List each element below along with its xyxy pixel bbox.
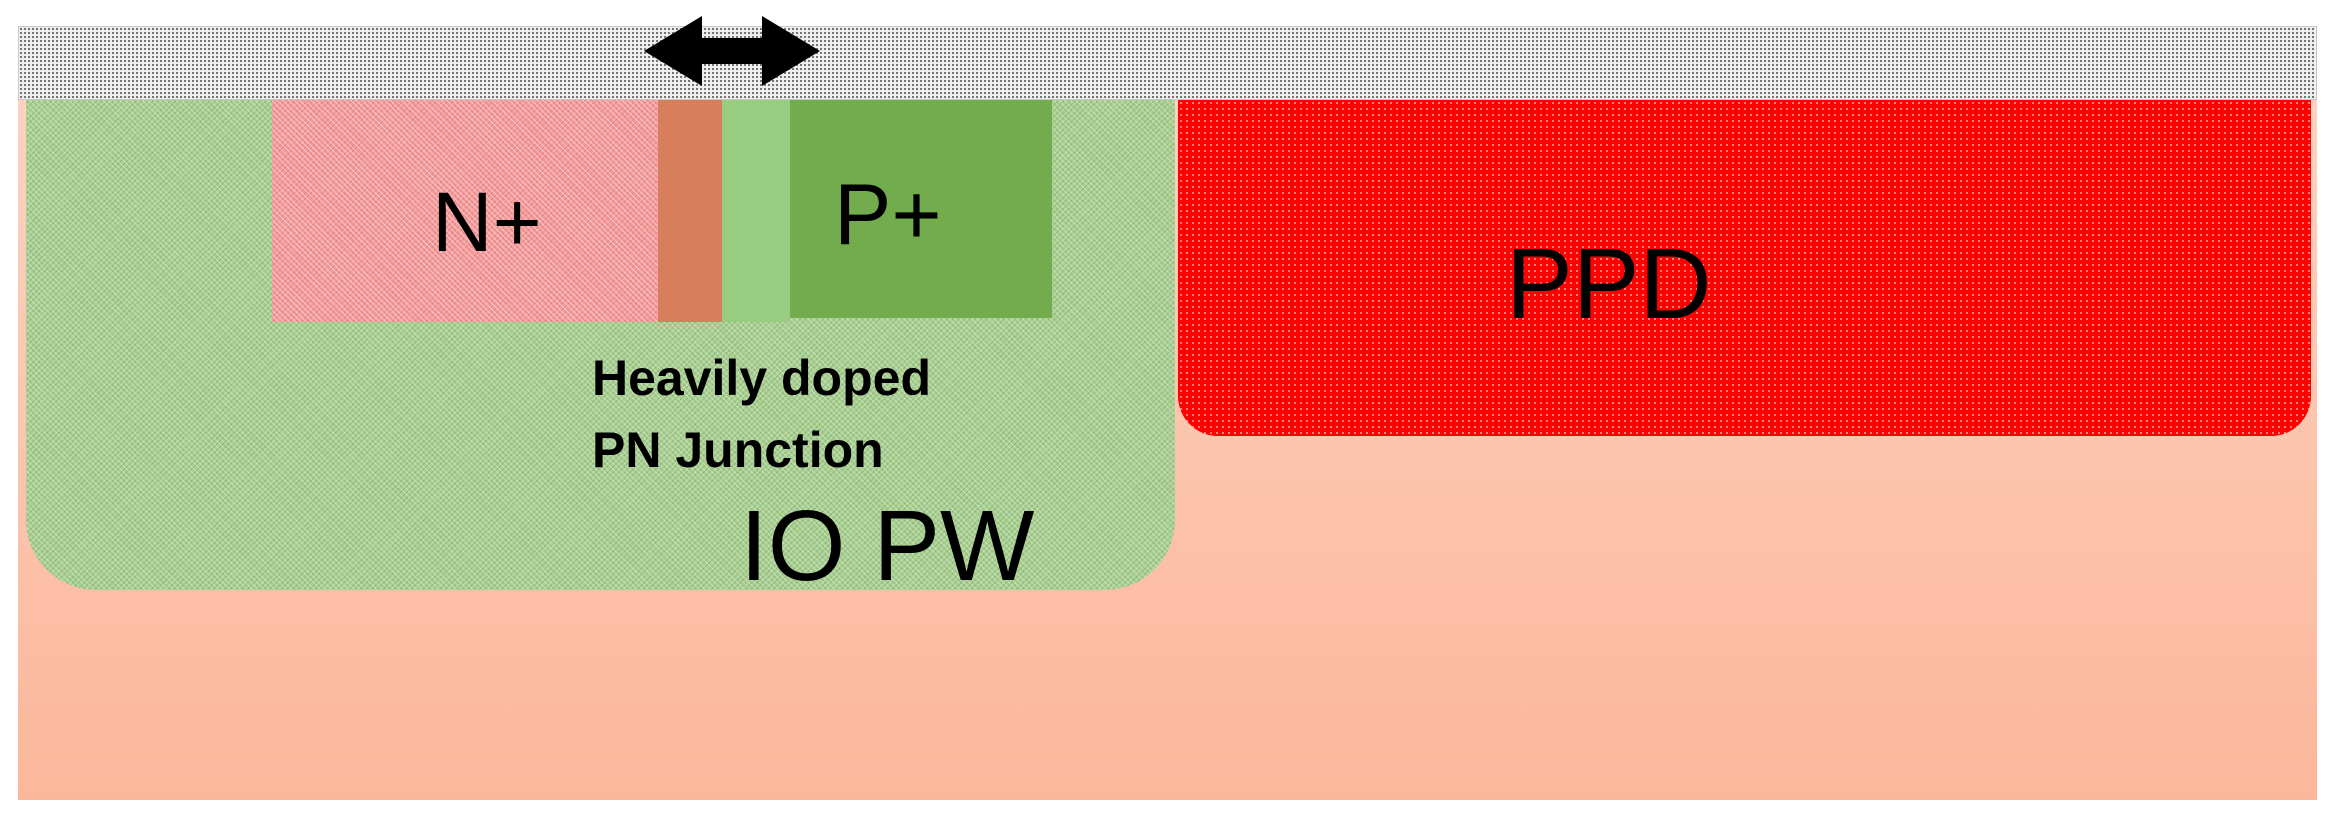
junction-n-side: [658, 100, 722, 322]
junction-annotation: Heavily doped PN Junction: [592, 342, 931, 486]
p-plus-region: [790, 100, 1052, 318]
double-headed-arrow-icon: [644, 16, 820, 86]
n-plus-label: N+: [432, 175, 542, 269]
junction-annotation-line1: Heavily doped: [592, 350, 931, 406]
oxide-layer: [18, 26, 2317, 100]
p-plus-label: P+: [834, 167, 942, 263]
ppd-region: [1178, 100, 2311, 436]
junction-p-side: [722, 100, 790, 322]
ppd-label: PPD: [1506, 228, 1712, 340]
n-plus-region: [272, 100, 658, 322]
io-pw-label: IO PW: [740, 490, 1035, 602]
junction-annotation-line2: PN Junction: [592, 422, 884, 478]
